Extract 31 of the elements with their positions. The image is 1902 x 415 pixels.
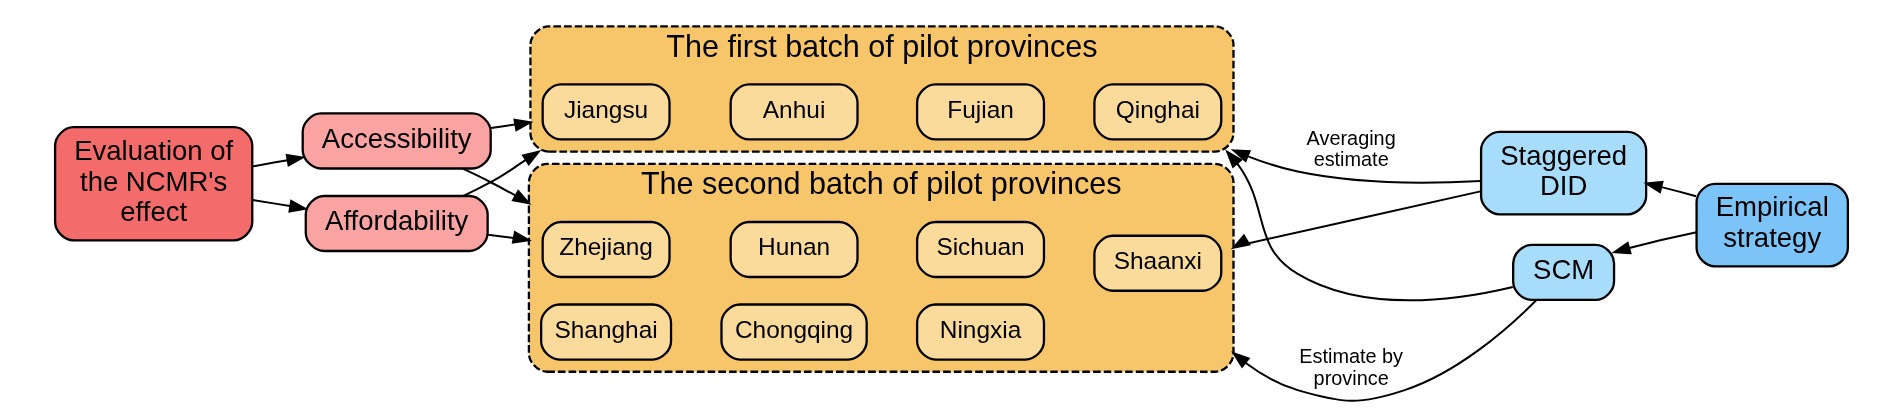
arrow: [462, 150, 541, 197]
arrow: [1224, 149, 1514, 302]
node-box: Staggered DID: [1479, 130, 1647, 216]
node-box: Empirical strategy: [1694, 182, 1849, 268]
edge-label: Estimate by province: [1298, 345, 1403, 389]
node-box: Evaluation of the NCMR's effect: [53, 126, 253, 242]
arrow: [251, 153, 306, 168]
node-box: Qinghai: [1092, 83, 1222, 141]
arrow: [489, 118, 533, 132]
node-box: Jiangsu: [541, 83, 671, 141]
node-box: Ningxia: [915, 303, 1045, 361]
arrow: [1642, 180, 1697, 198]
node-box: Zhejiang: [541, 220, 671, 279]
node-box: Anhui: [729, 83, 859, 141]
node-box: Fujian: [915, 83, 1045, 141]
arrow: [251, 198, 308, 213]
arrow: [486, 230, 532, 244]
arrow: [1230, 299, 1537, 402]
node-box: Hunan: [729, 220, 859, 279]
arrow: [461, 167, 532, 205]
node-box: Accessibility: [301, 112, 492, 170]
arrow: [1610, 231, 1698, 255]
node-box: Affordability: [304, 194, 489, 253]
edge-label: Averaging estimate: [1306, 126, 1396, 171]
node-box: Chongqing: [719, 303, 868, 361]
node-box: Sichuan: [915, 220, 1045, 279]
node-box: Shaanxi: [1092, 234, 1222, 292]
arrow: [1230, 190, 1481, 250]
arrow: [1230, 149, 1482, 184]
node-box: Shanghai: [539, 303, 672, 361]
node-box: SCM: [1511, 243, 1615, 302]
